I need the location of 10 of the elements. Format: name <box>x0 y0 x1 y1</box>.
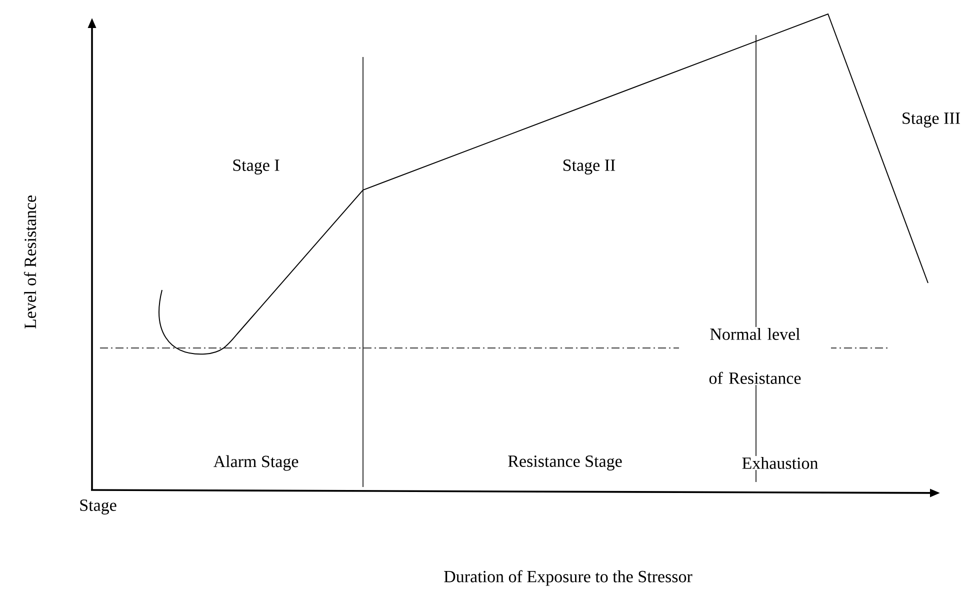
stage-label: Stage II <box>563 160 616 174</box>
axis-label: Level of Resistance <box>24 196 36 329</box>
stage-label: Stage III <box>902 112 960 128</box>
reference-line-label: Normal level of Resistance <box>679 327 831 385</box>
phase-label: Alarm Stage <box>213 455 298 471</box>
axis-label: Stage <box>80 500 116 514</box>
phase-label: Resistance Stage <box>508 456 622 470</box>
phase-label: Exhaustion <box>740 456 820 470</box>
axis-label: Duration of Exposure to the Stressor <box>444 570 692 586</box>
stage-label: Stage I <box>233 160 280 174</box>
